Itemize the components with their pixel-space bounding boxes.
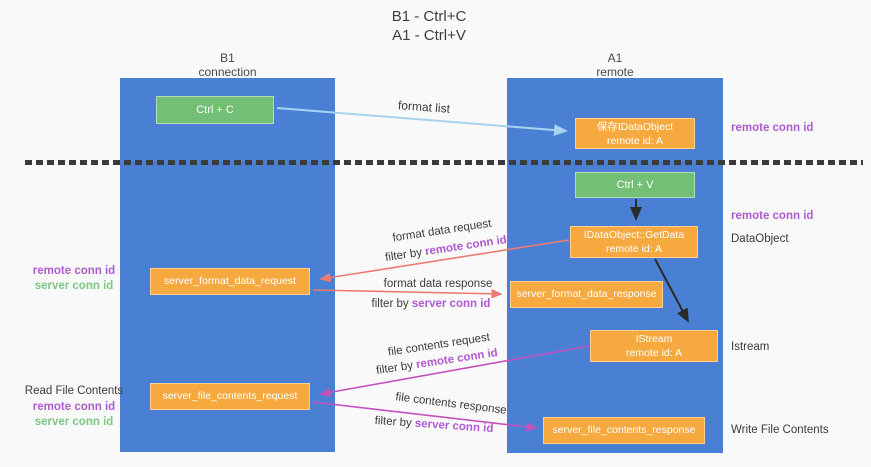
server-conn-id-key: server conn id bbox=[414, 417, 494, 436]
idataobject-getdata-node: IDataObject::GetData remote id: A bbox=[570, 226, 698, 258]
filter-by-text: filter by bbox=[371, 298, 412, 310]
read-file-contents-label: Read File Contents bbox=[24, 385, 124, 397]
left-conn-id-group-2: remote conn id server conn id bbox=[18, 400, 130, 430]
format-list-label: format list bbox=[397, 98, 451, 116]
lane-a1-name: A1 bbox=[607, 51, 623, 65]
istream-line2: remote id: A bbox=[625, 347, 683, 359]
server-conn-id-label-left-1: server conn id bbox=[34, 280, 114, 292]
title-line-1: B1 - Ctrl+C bbox=[391, 8, 467, 25]
file-contents-response-label: file contents response bbox=[394, 391, 508, 417]
lane-header-b1: B1 connection bbox=[120, 51, 335, 79]
ctrl-c-label: Ctrl + C bbox=[196, 104, 234, 116]
diagram-title: B1 - Ctrl+C A1 - Ctrl+V bbox=[0, 7, 858, 45]
lane-a1-role: remote bbox=[596, 65, 634, 79]
save-idataobject-line1: 保存IDataObject bbox=[596, 120, 674, 133]
istream-side-label: Istream bbox=[731, 341, 770, 353]
write-file-contents-label: Write File Contents bbox=[731, 424, 829, 436]
remote-conn-id-label-left-2: remote conn id bbox=[32, 401, 116, 413]
server-file-contents-response-node: server_file_contents_response bbox=[543, 417, 705, 444]
file-response-filter-label: filter by server conn id bbox=[374, 415, 493, 435]
lane-header-a1: A1 remote bbox=[507, 51, 723, 79]
filter-by-text: filter by bbox=[374, 414, 416, 430]
ctrl-c-node: Ctrl + C bbox=[156, 96, 274, 124]
left-conn-id-group-1: remote conn id server conn id bbox=[18, 264, 130, 294]
lane-b1-role: connection bbox=[198, 65, 257, 79]
server-file-contents-response-label: server_file_contents_response bbox=[552, 424, 696, 436]
format-data-response-arrow bbox=[312, 288, 503, 299]
server-file-contents-request-label: server_file_contents_request bbox=[162, 390, 298, 402]
format-response-filter-label: filter by server conn id bbox=[372, 298, 491, 310]
remote-conn-id-label-mid-right: remote conn id bbox=[731, 210, 814, 222]
filter-by-text: filter by bbox=[375, 359, 418, 378]
server-conn-id-label-left-2: server conn id bbox=[34, 416, 114, 428]
format-data-response-label: format data response bbox=[383, 278, 493, 290]
ctrl-v-node: Ctrl + V bbox=[575, 172, 695, 198]
getdata-line1: IDataObject::GetData bbox=[583, 229, 685, 241]
server-conn-id-key: server conn id bbox=[411, 298, 491, 310]
dashed-divider bbox=[25, 160, 863, 165]
ctrl-v-label: Ctrl + V bbox=[616, 179, 654, 191]
istream-line1: IStream bbox=[635, 333, 673, 345]
filter-by-text: filter by bbox=[384, 246, 427, 265]
save-idataobject-line2: remote id: A bbox=[606, 134, 664, 147]
getdata-line2: remote id: A bbox=[605, 243, 663, 255]
lane-b1-name: B1 bbox=[220, 51, 235, 65]
save-idataobject-node: 保存IDataObject remote id: A bbox=[575, 118, 695, 149]
dataobject-label: DataObject bbox=[731, 233, 789, 245]
remote-conn-id-label-left-1: remote conn id bbox=[32, 265, 116, 277]
server-file-contents-request-node: server_file_contents_request bbox=[150, 383, 310, 410]
server-format-data-request-node: server_format_data_request bbox=[150, 268, 310, 295]
server-format-data-request-label: server_format_data_request bbox=[164, 275, 296, 287]
server-format-data-response-label: server_format_data_response bbox=[516, 288, 657, 300]
istream-node: IStream remote id: A bbox=[590, 330, 718, 362]
remote-conn-id-label-top-right: remote conn id bbox=[731, 122, 814, 134]
title-line-2: A1 - Ctrl+V bbox=[392, 27, 466, 44]
server-format-data-response-node: server_format_data_response bbox=[510, 281, 663, 308]
